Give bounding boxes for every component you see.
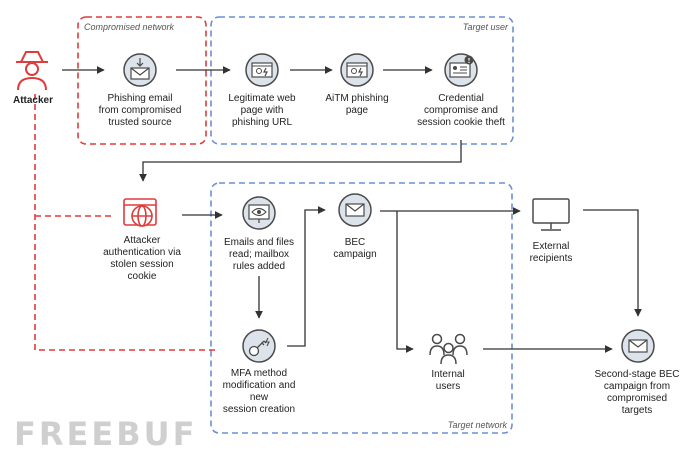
freebuf-watermark: FREEBUF — [14, 415, 198, 453]
internal-users-label: Internal users — [431, 369, 465, 392]
phishing-email-icon — [123, 53, 157, 87]
users-icon — [429, 333, 468, 365]
arrow-bec-to-internal — [396, 211, 414, 353]
compromised-network-label: Compromised network — [84, 22, 175, 32]
bec-campaign-label: BEC campaign — [333, 237, 377, 260]
globe-auth-icon — [123, 198, 157, 227]
credential-theft-label: Credential compromise and session cookie… — [417, 93, 505, 128]
compromised-network-box — [77, 16, 207, 145]
emails-read-label: Emails and files read; mailbox rules add… — [223, 237, 295, 272]
target-user-label: Target user — [462, 22, 508, 32]
attacker-auth-label: Attacker authentication via stolen sessi… — [103, 235, 181, 282]
web-page-icon — [245, 53, 279, 87]
arrow-mfa-to-bec — [287, 206, 326, 347]
arrow-credential-to-auth — [139, 140, 462, 182]
attacker-icon — [16, 51, 48, 91]
target-network-box — [210, 182, 513, 434]
legitimate-page-label: Legitimate web page with phishing URL — [228, 93, 296, 128]
mfa-modification-label: MFA method modification and new session … — [222, 368, 296, 415]
target-user-box — [210, 16, 514, 145]
monitor-icon — [532, 198, 570, 231]
eye-monitor-icon — [242, 196, 276, 230]
target-network-label: Target network — [447, 420, 507, 430]
second-stage-envelope-icon — [621, 329, 655, 363]
arrow-external-to-second-stage — [583, 209, 642, 317]
credential-card-icon — [444, 53, 478, 87]
aitm-page-icon — [340, 53, 374, 87]
second-stage-label: Second-stage BEC campaign from compromis… — [594, 369, 680, 416]
aitm-page-label: AiTM phishing page — [325, 93, 389, 116]
phishing-email-label: Phishing email from compromised trusted … — [98, 93, 182, 128]
external-recipients-label: External recipients — [529, 241, 573, 264]
attacker-dashed-line-vertical — [34, 94, 215, 351]
key-icon — [242, 329, 276, 363]
bec-envelope-icon — [338, 193, 372, 227]
attacker-label: Attacker — [12, 95, 54, 106]
